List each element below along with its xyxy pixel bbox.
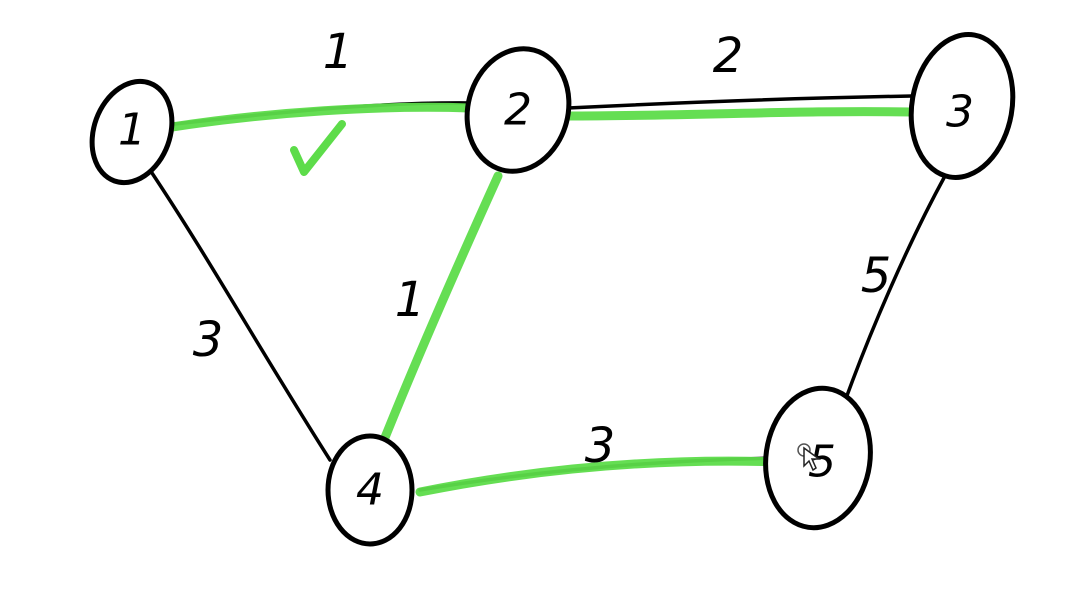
node-3-label: 3 bbox=[946, 87, 974, 138]
edge-1-4-weight: 3 bbox=[193, 312, 224, 368]
edge-2-3-stroke bbox=[566, 94, 914, 110]
edge-2-3-highlight bbox=[561, 107, 917, 121]
edge-1-2-highlight bbox=[167, 102, 475, 132]
edge-4-5-weight: 3 bbox=[585, 418, 616, 474]
edge-2-4-highlight bbox=[377, 171, 503, 450]
edge-1-2-weight: 1 bbox=[323, 24, 354, 80]
check-mark-icon bbox=[290, 120, 346, 176]
mouse-pointer-icon bbox=[797, 443, 822, 472]
node-4-label: 4 bbox=[356, 465, 384, 516]
node-2-label: 2 bbox=[504, 85, 532, 136]
edge-4-5-highlight bbox=[415, 456, 785, 497]
node-2: 2 bbox=[464, 46, 572, 174]
edge-3-5-stroke bbox=[838, 174, 947, 417]
edge-1-4-stroke bbox=[148, 168, 332, 462]
node-4: 4 bbox=[325, 433, 415, 547]
node-1-label: 1 bbox=[118, 105, 146, 156]
node-1: 1 bbox=[89, 78, 175, 186]
edge-2-4-weight: 1 bbox=[395, 272, 426, 328]
edge-3-5-weight: 5 bbox=[861, 248, 892, 304]
node-3: 3 bbox=[908, 32, 1016, 180]
edge-2-3-weight: 2 bbox=[713, 28, 744, 84]
